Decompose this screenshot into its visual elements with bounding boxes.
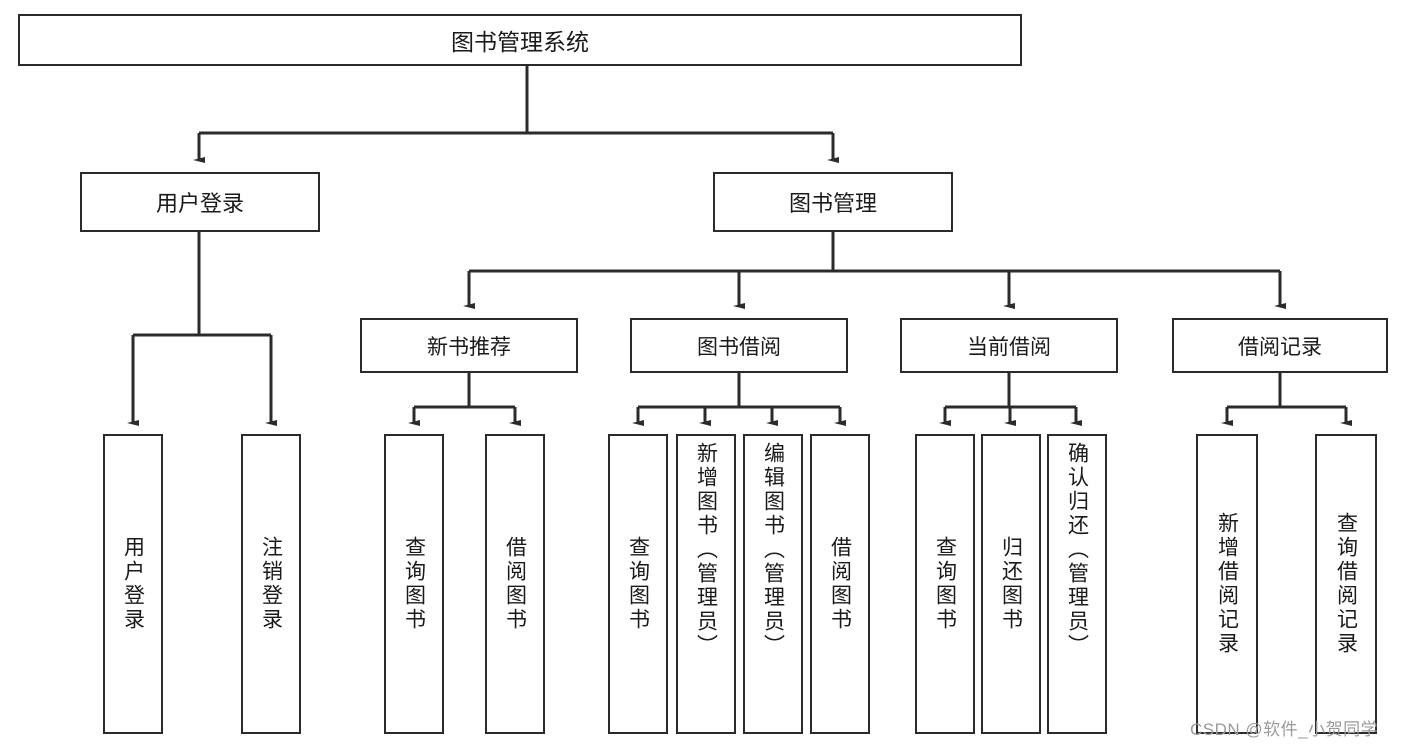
- node-book-borrow-label: 图书借阅: [697, 335, 781, 359]
- leaf-label: 归还图书: [999, 536, 1023, 632]
- node-user-login-label: 用户登录: [155, 191, 244, 216]
- leaf-label: 新增图书（管理员）: [694, 442, 718, 658]
- leaf-label: 查询借阅记录: [1334, 512, 1358, 656]
- leaf-label: 注销登录: [259, 536, 283, 632]
- leaf-label: 借阅图书: [503, 536, 527, 632]
- node-current-borrow-label: 当前借阅: [967, 335, 1051, 359]
- leaf-borrow-borrow-book[interactable]: 借阅图书: [810, 434, 870, 734]
- node-borrow-record-label: 借阅记录: [1238, 335, 1322, 359]
- node-book-borrow[interactable]: 图书借阅: [630, 318, 848, 373]
- node-user-login[interactable]: 用户登录: [80, 172, 320, 232]
- node-book-management-label: 图书管理: [788, 191, 877, 216]
- leaf-current-query-book[interactable]: 查询图书: [915, 434, 975, 734]
- node-new-book-recommend-label: 新书推荐: [427, 335, 511, 359]
- leaf-new-book-query[interactable]: 查询图书: [384, 434, 444, 734]
- leaf-record-add-record[interactable]: 新增借阅记录: [1196, 434, 1258, 734]
- leaf-user-login-login[interactable]: 用户登录: [103, 434, 163, 734]
- node-root[interactable]: 图书管理系统: [18, 14, 1022, 66]
- leaf-borrow-query-book[interactable]: 查询图书: [608, 434, 668, 734]
- leaf-current-confirm-return-admin[interactable]: 确认归还（管理员）: [1047, 434, 1107, 734]
- leaf-label: 用户登录: [121, 536, 145, 632]
- leaf-label: 查询图书: [626, 536, 650, 632]
- leaf-label: 编辑图书（管理员）: [761, 442, 785, 658]
- leaf-label: 确认归还（管理员）: [1065, 442, 1089, 658]
- leaf-record-query-record[interactable]: 查询借阅记录: [1315, 434, 1377, 734]
- node-root-label: 图书管理系统: [451, 29, 589, 55]
- node-book-management[interactable]: 图书管理: [713, 172, 953, 232]
- leaf-label: 新增借阅记录: [1215, 512, 1239, 656]
- leaf-label: 查询图书: [933, 536, 957, 632]
- node-new-book-recommend[interactable]: 新书推荐: [360, 318, 578, 373]
- leaf-user-login-logout[interactable]: 注销登录: [241, 434, 301, 734]
- leaf-new-book-borrow[interactable]: 借阅图书: [485, 434, 545, 734]
- leaf-borrow-add-book-admin[interactable]: 新增图书（管理员）: [676, 434, 736, 734]
- node-current-borrow[interactable]: 当前借阅: [900, 318, 1118, 373]
- leaf-label: 借阅图书: [828, 536, 852, 632]
- leaf-borrow-edit-book-admin[interactable]: 编辑图书（管理员）: [743, 434, 803, 734]
- node-borrow-record[interactable]: 借阅记录: [1172, 318, 1388, 373]
- leaf-label: 查询图书: [402, 536, 426, 632]
- leaf-current-return-book[interactable]: 归还图书: [981, 434, 1041, 734]
- csdn-watermark: CSDN @软件_小贺同学: [1190, 720, 1379, 739]
